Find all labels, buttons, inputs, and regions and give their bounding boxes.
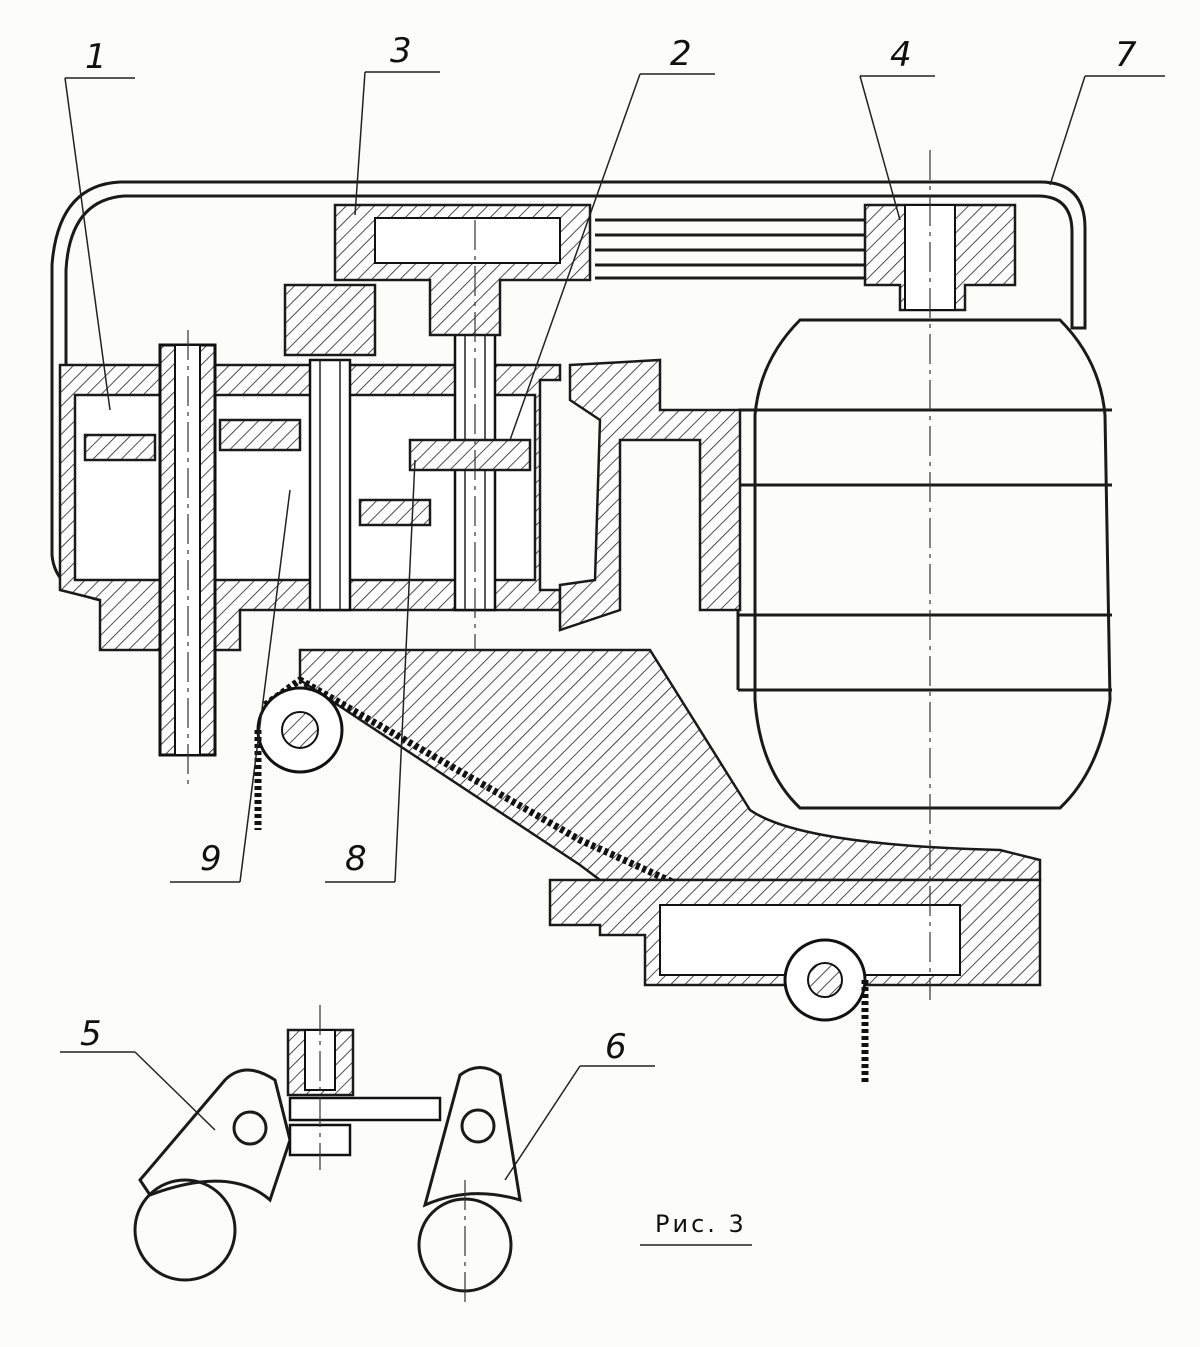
v-belts	[595, 218, 865, 280]
motor-bracket	[558, 358, 742, 632]
callout-1: 1	[64, 37, 135, 411]
electric-motor	[753, 318, 1112, 810]
callout-8: 8	[325, 459, 416, 883]
callout-7: 7	[1049, 35, 1165, 186]
svg-text:9: 9	[200, 839, 222, 879]
svg-text:1: 1	[85, 37, 107, 77]
figure-caption: Рис. 3	[640, 1210, 752, 1246]
svg-text:7: 7	[1115, 35, 1137, 75]
swing-arm	[298, 648, 1042, 882]
svg-text:Рис. 3: Рис. 3	[655, 1210, 747, 1238]
svg-text:4: 4	[890, 35, 912, 75]
fork-5	[133, 1068, 292, 1282]
svg-text:3: 3	[390, 31, 412, 71]
callout-5: 5	[60, 1014, 216, 1131]
callout-6: 6	[504, 1027, 655, 1181]
callout-3: 3	[354, 31, 440, 216]
svg-text:8: 8	[345, 839, 367, 879]
linkage-rod	[286, 1028, 442, 1157]
housing-cover	[50, 180, 1087, 602]
svg-text:5: 5	[80, 1014, 102, 1054]
svg-text:6: 6	[605, 1027, 627, 1067]
chain-roller-lower	[783, 938, 869, 1085]
callout-9: 9	[170, 489, 291, 883]
svg-text:2: 2	[670, 34, 692, 74]
callout-4: 4	[859, 35, 935, 221]
callout-2: 2	[509, 34, 715, 441]
chain-roller-upper	[254, 686, 344, 830]
